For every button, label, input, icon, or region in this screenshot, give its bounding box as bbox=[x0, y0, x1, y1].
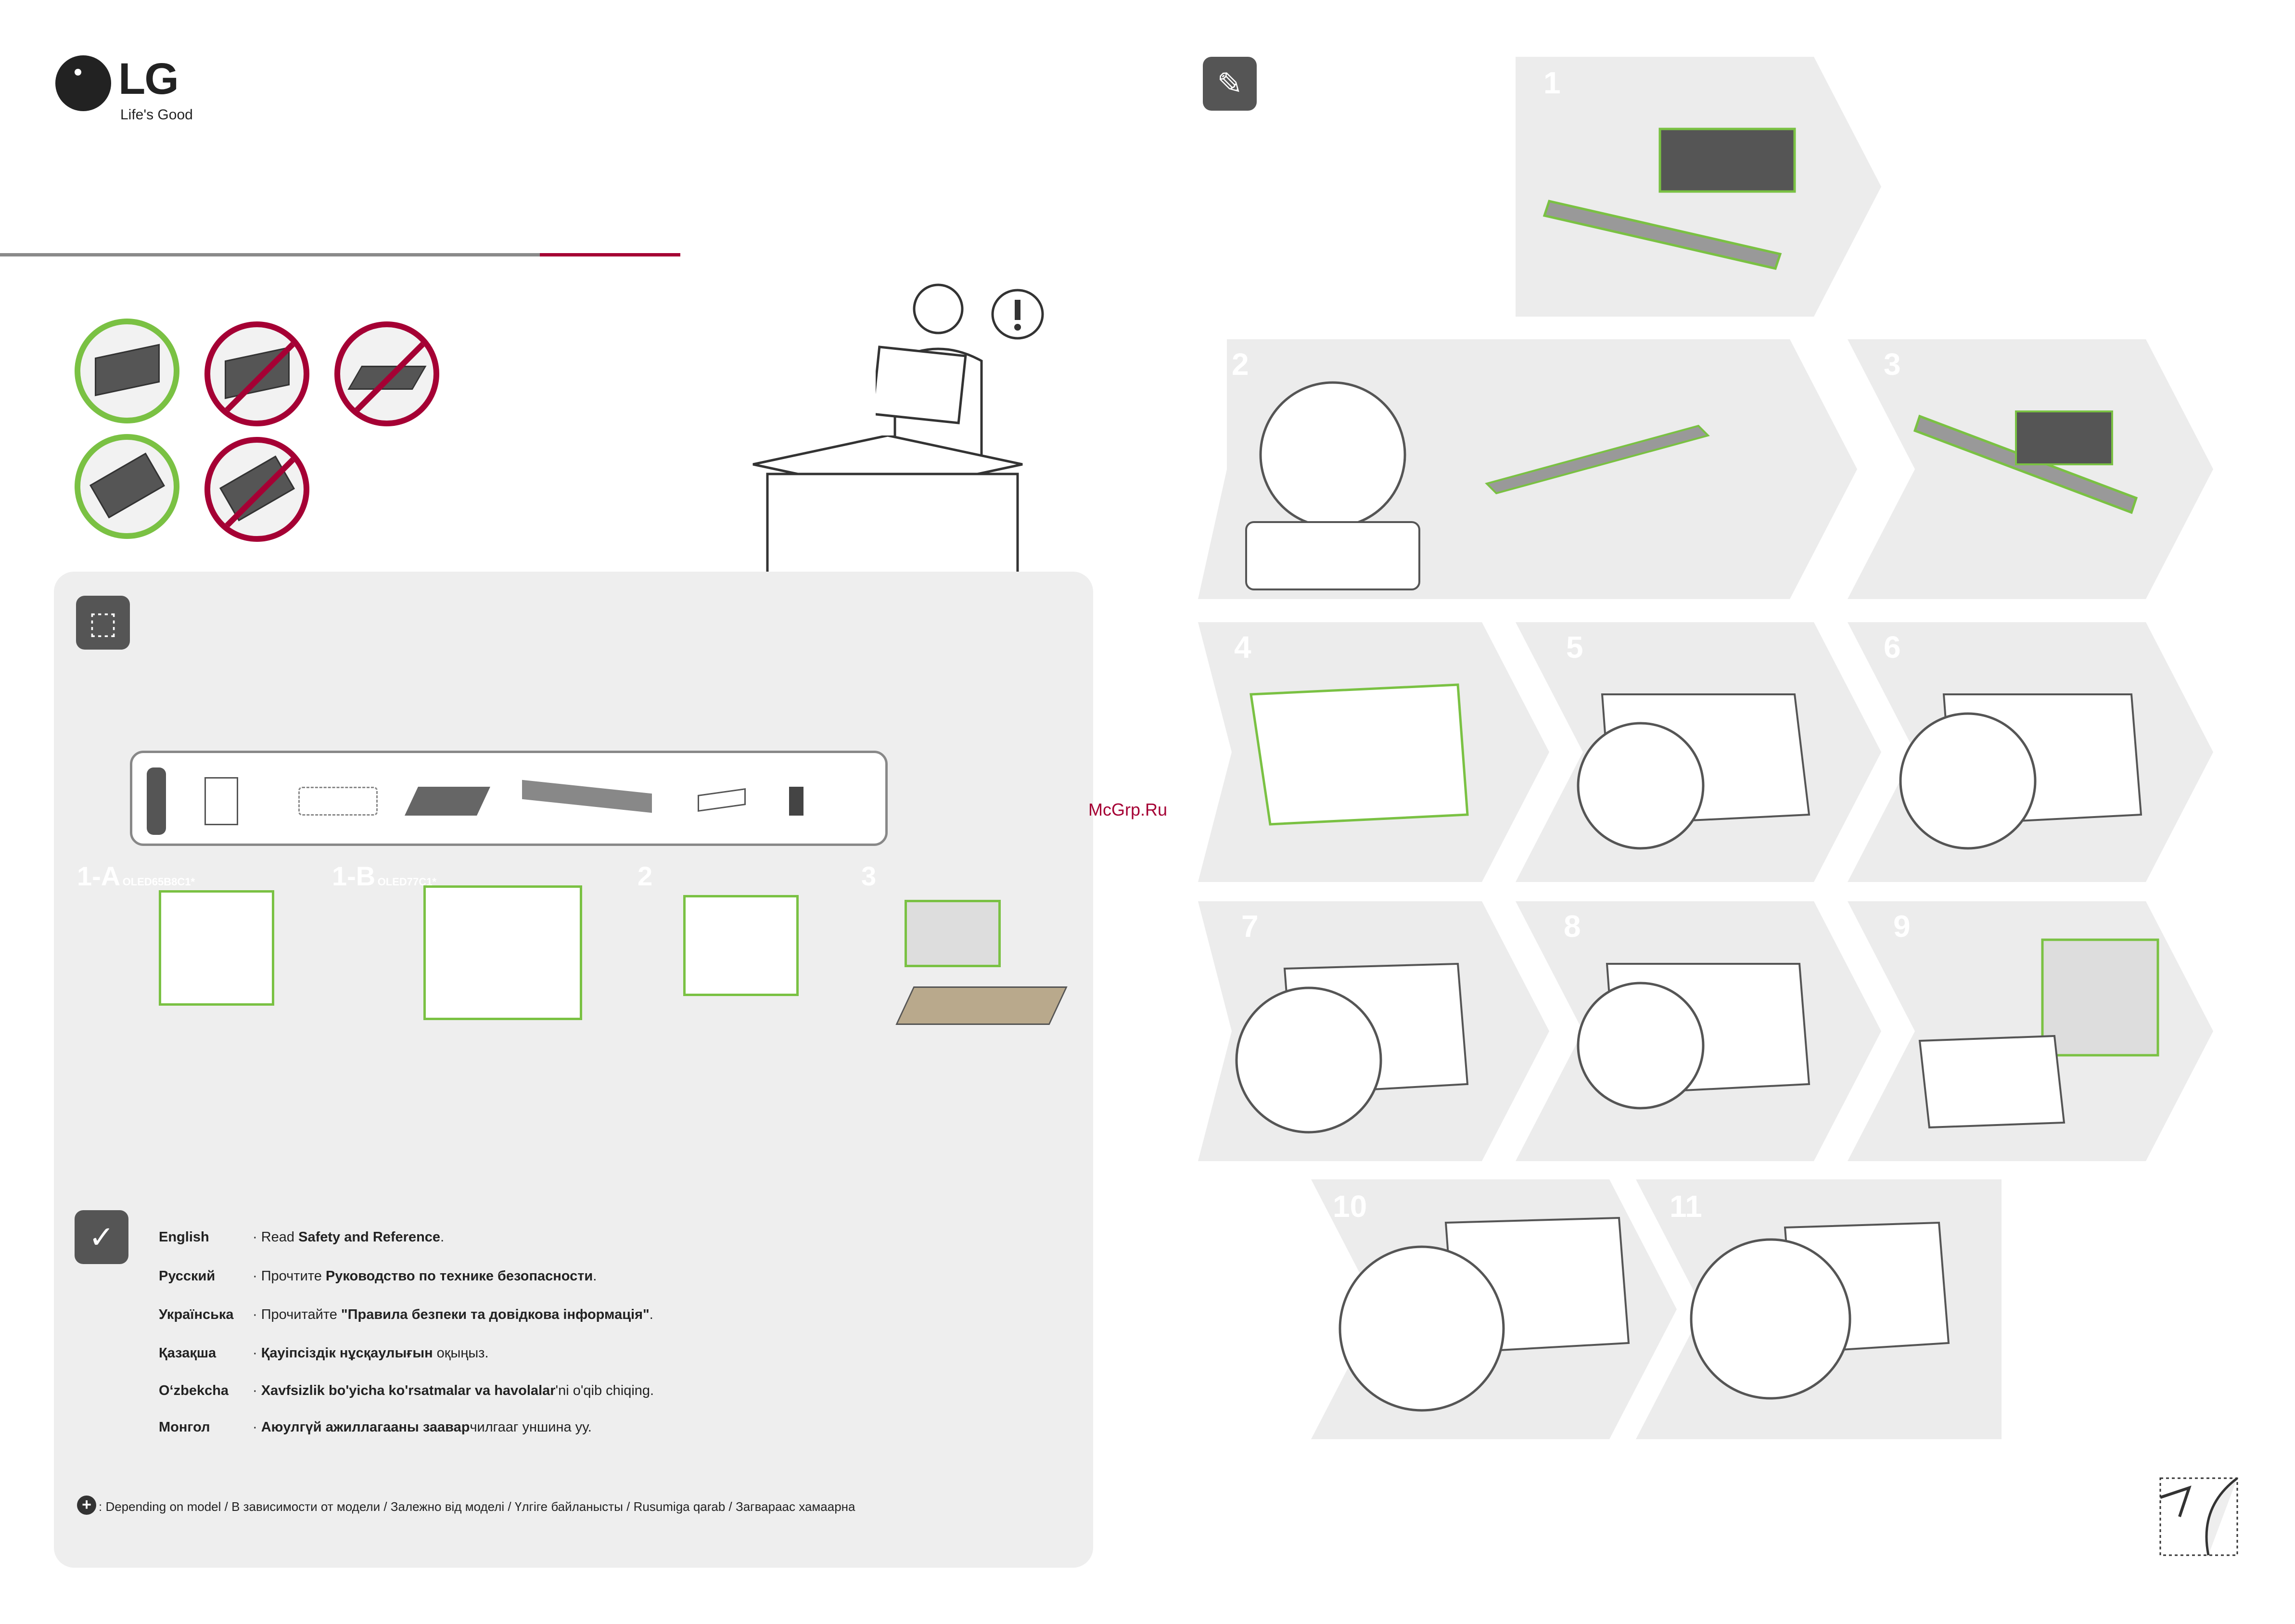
step-num-3: 3 bbox=[1884, 347, 1901, 382]
step-5-panel bbox=[1516, 622, 1881, 882]
unpack-1b-illustration bbox=[423, 885, 582, 1020]
remote-icon bbox=[147, 767, 166, 835]
step-num-1: 1 bbox=[1543, 65, 1561, 100]
lang-uz-text: · Xavfsizlik bo'yicha ko'rsatmalar va ha… bbox=[253, 1383, 654, 1398]
plus-icon: + bbox=[77, 1496, 96, 1515]
table-illustration bbox=[895, 986, 1068, 1025]
screwdriver-icon: ✎ bbox=[1203, 57, 1257, 111]
step-num-10: 10 bbox=[1333, 1189, 1367, 1224]
header-rule-accent bbox=[540, 253, 680, 256]
lang-uk: Українська bbox=[159, 1307, 234, 1322]
step-num-6: 6 bbox=[1884, 630, 1901, 665]
step-2: 2 bbox=[638, 861, 653, 891]
brand-logo-text: LG bbox=[118, 54, 179, 103]
step-num-11: 11 bbox=[1670, 1189, 1702, 1224]
step-num-9: 9 bbox=[1893, 909, 1911, 944]
step-1-panel bbox=[1516, 57, 1881, 317]
person-warning-illustration bbox=[876, 283, 983, 462]
step-2-panel bbox=[1198, 339, 1857, 599]
lg-logo-icon bbox=[55, 55, 111, 111]
handling-ok-icon bbox=[75, 319, 179, 423]
step-3: 3 bbox=[861, 861, 877, 891]
lang-ru: Русский bbox=[159, 1268, 216, 1284]
manual-icon bbox=[204, 777, 238, 825]
lang-mn: Монгол bbox=[159, 1419, 210, 1435]
handling-prohibited-flat-icon bbox=[334, 321, 439, 426]
step-9-panel bbox=[1848, 901, 2213, 1161]
screw-icon bbox=[789, 787, 803, 816]
lang-uz: O‘zbekcha bbox=[159, 1383, 229, 1398]
header-rule bbox=[0, 253, 540, 256]
step-8-panel bbox=[1516, 901, 1881, 1161]
step-num-8: 8 bbox=[1564, 909, 1581, 944]
lang-en-text: · Read Safety and Reference. bbox=[253, 1229, 445, 1245]
handling-prohibited-icon bbox=[204, 321, 309, 426]
lang-kk: Қазақша bbox=[159, 1345, 217, 1361]
step-4-panel bbox=[1198, 622, 1549, 882]
step-num-7: 7 bbox=[1241, 909, 1259, 944]
lang-kk-text: · Қауіпсіздік нұсқаулығын оқыңыз. bbox=[253, 1345, 489, 1361]
step-11-panel bbox=[1636, 1179, 2002, 1439]
unpacking-panel bbox=[54, 572, 1093, 1568]
lift-tv-illustration bbox=[683, 895, 799, 996]
lang-en: English bbox=[159, 1229, 209, 1245]
step-num-4: 4 bbox=[1234, 630, 1251, 665]
lang-ru-text: · Прочтите Руководство по технике безопа… bbox=[253, 1268, 597, 1284]
checklist-icon: ✓ bbox=[75, 1210, 128, 1264]
package-contents-box bbox=[130, 751, 888, 846]
step-3-panel bbox=[1848, 339, 2213, 599]
warning-bubble-icon bbox=[991, 289, 1044, 340]
lang-mn-text: · Аюулгүй ажиллагааны зааварчилгааг унши… bbox=[253, 1419, 592, 1435]
brand-tagline: Life's Good bbox=[120, 107, 193, 123]
page-turn-icon bbox=[2159, 1477, 2238, 1556]
step-10-panel bbox=[1311, 1179, 1677, 1439]
stand-base-icon bbox=[405, 787, 490, 816]
place-on-table-illustration bbox=[905, 900, 1001, 967]
handling-grip-prohibited-icon bbox=[204, 437, 309, 542]
step-6-panel bbox=[1848, 622, 2213, 882]
watermark: McGrp.Ru bbox=[1088, 800, 1168, 819]
box-icon: ⬚ bbox=[76, 596, 130, 650]
stand-bar-icon bbox=[522, 780, 652, 813]
lang-uk-text: · Прочитайте "Правила безпеки та довідко… bbox=[253, 1307, 653, 1322]
footnote: : Depending on model / В зависимости от … bbox=[99, 1499, 855, 1514]
step-1a: 1-A OLED65B8C1* bbox=[77, 861, 195, 891]
step-num-5: 5 bbox=[1566, 630, 1583, 665]
step-num-2: 2 bbox=[1232, 347, 1249, 382]
cable-holder-icon bbox=[298, 787, 378, 816]
cover-icon bbox=[698, 788, 746, 812]
step-1b: 1-B OLED77C1* bbox=[332, 861, 436, 891]
step-7-panel bbox=[1198, 901, 1549, 1161]
unpack-1a-illustration bbox=[159, 890, 274, 1006]
handling-grip-ok-icon bbox=[75, 434, 179, 539]
